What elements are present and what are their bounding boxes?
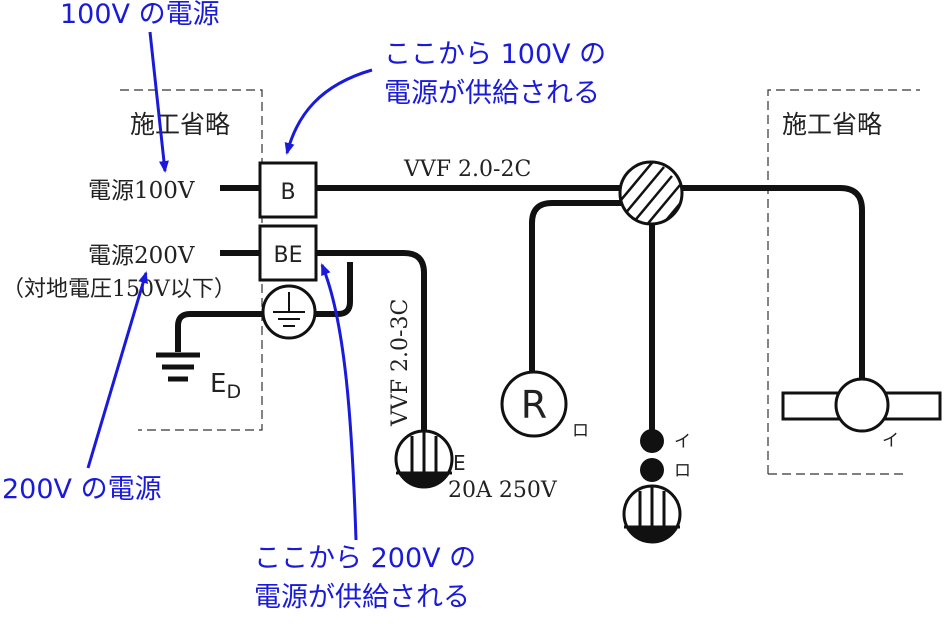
breaker-be: BE — [258, 224, 318, 282]
power-200v-note: （対地電圧150V以下） — [2, 277, 236, 302]
cable-100v-label: VVF 2.0-2C — [403, 157, 531, 182]
annotation-supply-200v-line1: ここから 200V の — [254, 543, 476, 574]
cable-200v-label: VVF 2.0-3C — [388, 299, 413, 427]
switch-i-tag: イ — [674, 432, 691, 452]
arrow-icon — [320, 263, 358, 541]
fixture-r: R — [500, 370, 568, 438]
receptacle-switch-side — [622, 484, 682, 544]
cable-200v-to-receptacle — [316, 250, 427, 431]
fixture-r-label: R — [521, 383, 547, 427]
cable-to-fixture-r — [529, 200, 624, 372]
breaker-b-label: B — [280, 180, 295, 205]
power-100v-label: 電源100V — [88, 178, 195, 204]
breaker-b: B — [258, 161, 318, 219]
ground-label-subscript: D — [226, 381, 241, 403]
switch-ro-tag: ロ — [674, 461, 691, 481]
earth-terminal-icon — [261, 284, 317, 340]
cable-100v-to-pendant — [682, 185, 865, 380]
breaker-be-label: BE — [274, 243, 303, 268]
wiring — [175, 185, 865, 434]
arrow-icon — [86, 271, 148, 469]
receptacle-ground-mark: E — [453, 451, 466, 475]
pendant-tag: イ — [882, 431, 899, 451]
omitted-area-left-label: 施工省略 — [130, 110, 230, 139]
arrow-icon — [284, 68, 373, 155]
omitted-area-right: 施工省略 — [767, 89, 920, 475]
pendant-fixture — [781, 377, 942, 433]
omitted-area-right-label: 施工省略 — [782, 110, 882, 139]
annotation-source-100v: 100V の電源 — [60, 0, 220, 30]
ground-icon — [156, 352, 200, 382]
switch-ro — [640, 458, 664, 482]
power-200v-label: 電源200V — [88, 243, 195, 269]
ground-label: ED — [210, 369, 241, 403]
receptacle-250v — [394, 429, 454, 489]
junction-box-icon — [618, 160, 684, 226]
fixture-r-tag: ロ — [572, 421, 589, 441]
annotation-supply-100v-line1: ここから 100V の — [384, 39, 606, 70]
annotation-supply-200v-line2: 電源が供給される — [254, 582, 470, 613]
annotation-source-200v: 200V の電源 — [2, 474, 162, 505]
annotation-arrows — [86, 31, 373, 541]
receptacle-rating: 20A 250V — [448, 478, 558, 503]
arrow-icon — [148, 31, 169, 173]
annotation-supply-100v-line2: 電源が供給される — [384, 78, 600, 109]
switch-i — [640, 429, 664, 453]
